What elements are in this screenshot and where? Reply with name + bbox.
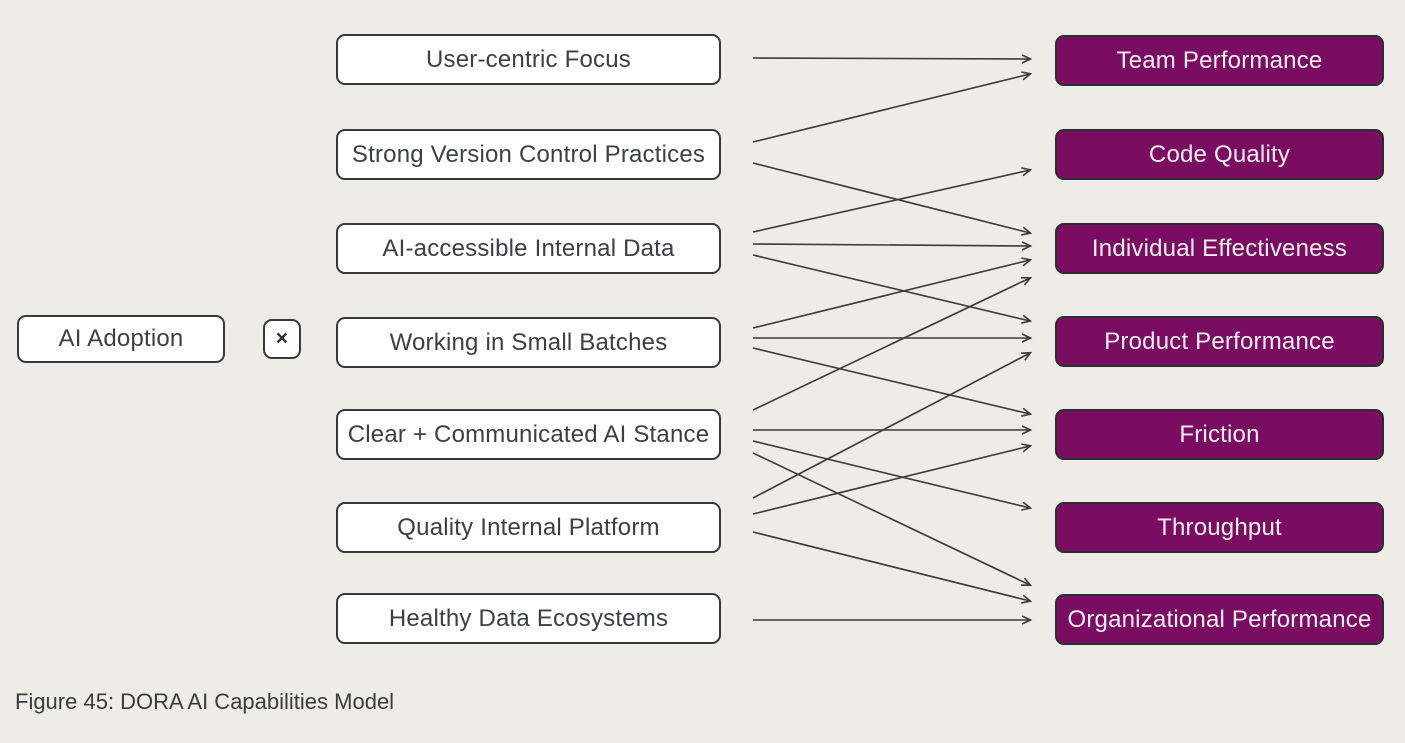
capability-label: AI-accessible Internal Data (382, 234, 675, 262)
outcome-label: Product Performance (1104, 327, 1335, 355)
outcome-label: Friction (1179, 420, 1260, 448)
multiply-operator-box: × (263, 319, 301, 359)
outcome-box-team-performance: Team Performance (1055, 35, 1384, 86)
arrow-ai-accessible-internal-data-to-code-quality (752, 170, 1030, 233)
capability-label: Strong Version Control Practices (351, 140, 706, 168)
arrow-ai-accessible-internal-data-to-individual-effectiveness (752, 244, 1030, 246)
outcome-label: Code Quality (1148, 140, 1291, 168)
capability-label: Clear + Communicated AI Stance (347, 420, 710, 448)
arrow-clear-communicated-ai-stance-to-organizational-performance (752, 452, 1030, 585)
capability-box-working-in-small-batches: Working in Small Batches (336, 317, 721, 368)
capability-box-clear-communicated-ai-stance: Clear + Communicated AI Stance (336, 409, 721, 460)
outcome-box-code-quality: Code Quality (1055, 129, 1384, 180)
outcome-label: Team Performance (1116, 46, 1323, 74)
outcome-box-organizational-performance: Organizational Performance (1055, 594, 1384, 645)
outcome-box-individual-effectiveness: Individual Effectiveness (1055, 223, 1384, 274)
capability-box-user-centric-focus: User-centric Focus (336, 34, 721, 85)
capability-box-ai-accessible-internal-data: AI-accessible Internal Data (336, 223, 721, 274)
outcome-box-product-performance: Product Performance (1055, 316, 1384, 367)
outcome-label: Throughput (1157, 513, 1282, 541)
arrow-clear-communicated-ai-stance-to-individual-effectiveness (752, 278, 1030, 411)
capability-label: User-centric Focus (426, 45, 631, 73)
arrow-strong-version-control-practices-to-team-performance (752, 74, 1030, 143)
multiply-icon: × (275, 327, 289, 350)
outcome-label: Individual Effectiveness (1091, 234, 1348, 262)
capability-box-strong-version-control-practices: Strong Version Control Practices (336, 129, 721, 180)
arrow-working-in-small-batches-to-individual-effectiveness (752, 260, 1030, 329)
arrow-quality-internal-platform-to-organizational-performance (752, 531, 1030, 601)
capability-label: Quality Internal Platform (397, 513, 660, 541)
arrow-quality-internal-platform-to-friction (752, 446, 1030, 515)
capability-label: Working in Small Batches (389, 328, 668, 356)
capability-box-healthy-data-ecosystems: Healthy Data Ecosystems (336, 593, 721, 644)
outcome-label: Organizational Performance (1067, 605, 1372, 633)
ai-adoption-label: AI Adoption (58, 325, 184, 352)
arrow-user-centric-focus-to-team-performance (752, 58, 1030, 59)
capability-box-quality-internal-platform: Quality Internal Platform (336, 502, 721, 553)
arrow-working-in-small-batches-to-friction (752, 347, 1030, 414)
arrow-clear-communicated-ai-stance-to-throughput (752, 440, 1030, 508)
outcome-box-friction: Friction (1055, 409, 1384, 460)
arrow-quality-internal-platform-to-product-performance (752, 353, 1030, 499)
capability-label: Healthy Data Ecosystems (388, 604, 669, 632)
outcome-box-throughput: Throughput (1055, 502, 1384, 553)
figure-caption: Figure 45: DORA AI Capabilities Model (15, 689, 395, 714)
ai-adoption-box: AI Adoption (17, 315, 225, 363)
arrow-ai-accessible-internal-data-to-product-performance (752, 254, 1030, 321)
arrow-strong-version-control-practices-to-individual-effectiveness (752, 162, 1030, 233)
